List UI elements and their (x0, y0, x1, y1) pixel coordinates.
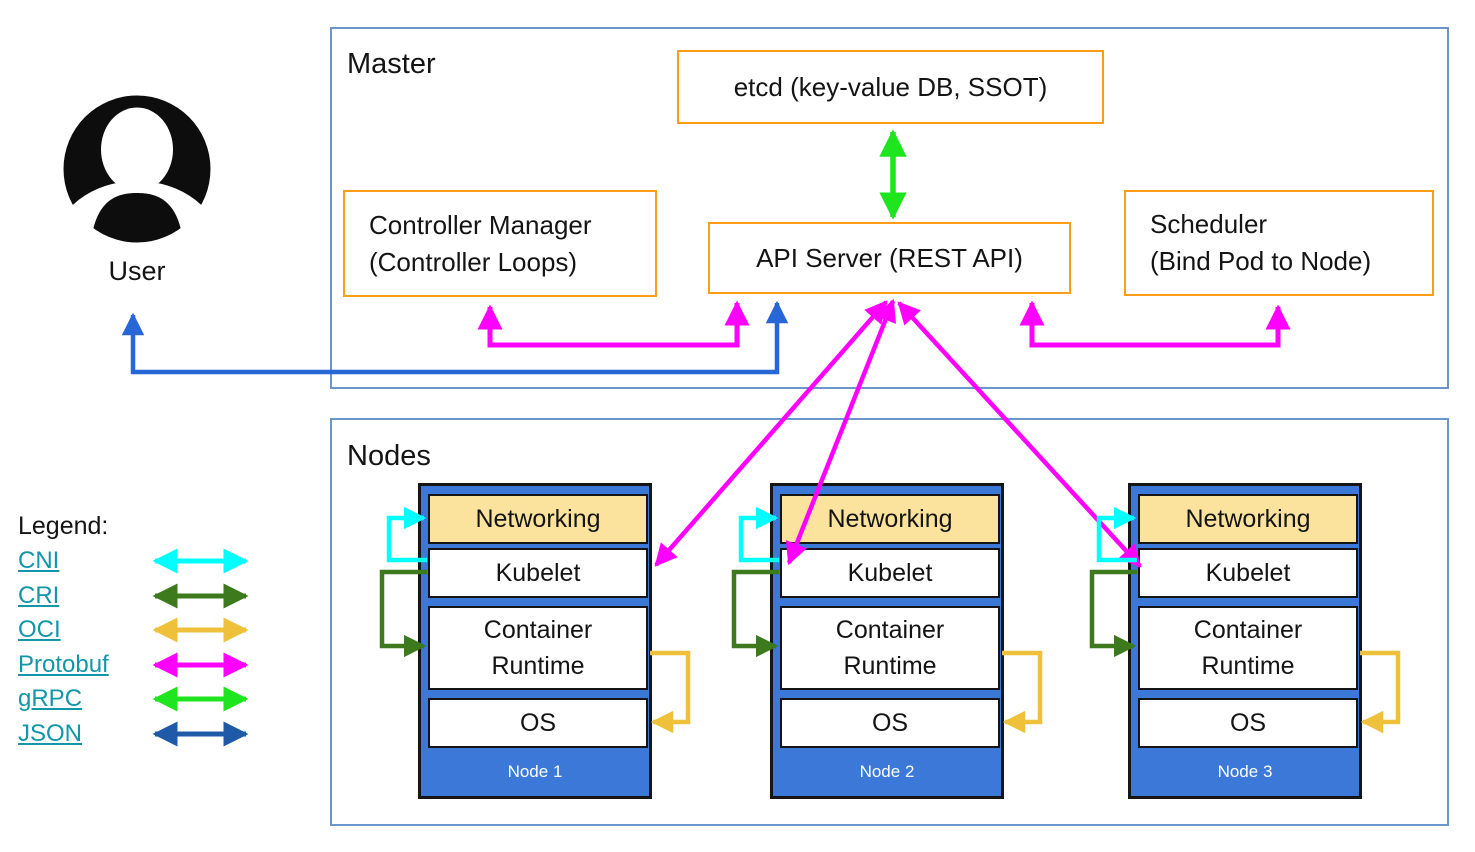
node-3-container-runtime-layer: Container Runtime (1138, 606, 1358, 690)
cni-legend-arrow (152, 548, 249, 574)
node-2-container-runtime-layer: Container Runtime (780, 606, 1000, 690)
protobuf-legend-arrow (152, 652, 249, 678)
etcd-label: etcd (key-value DB, SSOT) (733, 71, 1048, 102)
legend-link-json[interactable]: JSON (18, 719, 83, 747)
container-runtime-label: Container Runtime (835, 616, 945, 680)
node-3-os-layer: OS (1138, 698, 1358, 748)
controller-manager-label-line1: Controller Manager (369, 209, 592, 240)
node-3-networking-layer: Networking (1138, 494, 1358, 544)
networking-label: Networking (475, 505, 601, 533)
legend-row-cni: CNI (18, 544, 258, 579)
legend-link-grpc[interactable]: gRPC (18, 685, 83, 713)
node-1-kubelet-layer: Kubelet (428, 548, 648, 598)
node-1-label: Node 1 (507, 762, 563, 781)
legend: Legend: CNI CRI OCI Protobuf gRP (18, 512, 258, 751)
node-2-label: Node 2 (859, 762, 915, 781)
legend-row-oci: OCI (18, 613, 258, 648)
container-runtime-label: Container Runtime (1193, 616, 1303, 680)
api-server-box: API Server (REST API) (708, 222, 1071, 294)
node-1-networking-layer: Networking (428, 494, 648, 544)
legend-link-protobuf[interactable]: Protobuf (18, 650, 109, 678)
grpc-legend-arrow (152, 686, 249, 712)
kubelet-label: Kubelet (1205, 559, 1291, 587)
legend-link-cri[interactable]: CRI (18, 581, 60, 609)
legend-title: Legend: (18, 512, 109, 540)
container-runtime-label: Container Runtime (483, 616, 593, 680)
legend-row-cri: CRI (18, 579, 258, 614)
etcd-box: etcd (key-value DB, SSOT) (677, 50, 1104, 124)
legend-row-grpc: gRPC (18, 682, 258, 717)
node-3-label: Node 3 (1217, 762, 1273, 781)
legend-row-json: JSON (18, 717, 258, 752)
node-2-kubelet-layer: Kubelet (780, 548, 1000, 598)
nodes-section-title: Nodes (347, 440, 431, 472)
node-1-box: Networking Kubelet Container Runtime OS … (418, 483, 652, 799)
networking-label: Networking (827, 505, 953, 533)
master-section-title: Master (347, 48, 436, 80)
kubelet-label: Kubelet (847, 559, 933, 587)
scheduler-label-line1: Scheduler (1150, 209, 1268, 239)
node-3-kubelet-layer: Kubelet (1138, 548, 1358, 598)
scheduler-label-line2: (Bind Pod to Node) (1150, 246, 1372, 276)
os-label: OS (519, 709, 557, 737)
legend-row-protobuf: Protobuf (18, 648, 258, 683)
networking-label: Networking (1185, 505, 1311, 533)
legend-link-oci[interactable]: OCI (18, 616, 61, 644)
controller-manager-box: Controller Manager (Controller Loops) (343, 190, 657, 297)
node-2-os-layer: OS (780, 698, 1000, 748)
oci-legend-arrow (152, 617, 249, 643)
node-1-container-runtime-layer: Container Runtime (428, 606, 648, 690)
node-2-box: Networking Kubelet Container Runtime OS … (770, 483, 1004, 799)
os-label: OS (871, 709, 909, 737)
api-server-label: API Server (REST API) (756, 242, 1023, 273)
controller-manager-label-line2: (Controller Loops) (369, 246, 578, 277)
kubelet-label: Kubelet (495, 559, 581, 587)
node-2-networking-layer: Networking (780, 494, 1000, 544)
user-icon (62, 95, 212, 244)
scheduler-box: Scheduler (Bind Pod to Node) (1124, 190, 1434, 296)
json-legend-arrow (152, 721, 249, 747)
os-label: OS (1229, 709, 1267, 737)
user-label: User (108, 256, 166, 286)
cri-legend-arrow (152, 583, 249, 609)
legend-link-cni[interactable]: CNI (18, 547, 60, 575)
node-1-os-layer: OS (428, 698, 648, 748)
node-3-box: Networking Kubelet Container Runtime OS … (1128, 483, 1362, 799)
